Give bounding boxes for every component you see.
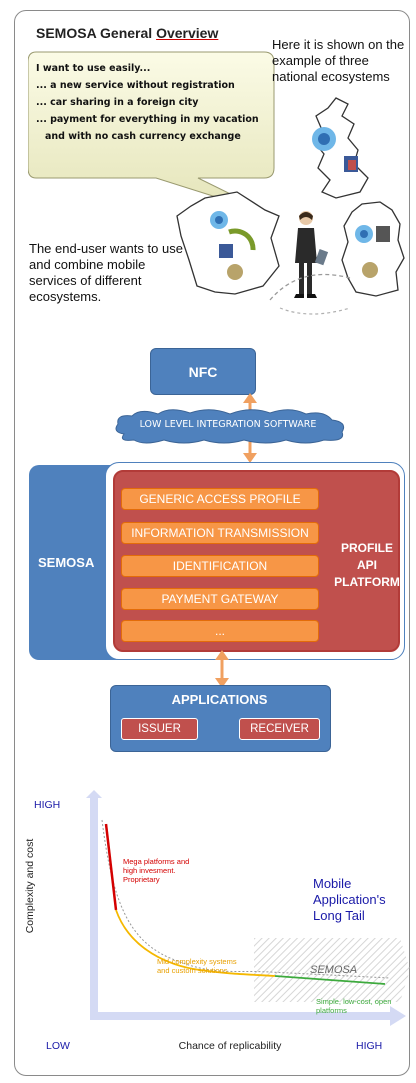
profile-api-platform-label: PROFILE API PLATFORM <box>334 540 400 591</box>
bubble-line: and with no cash currency exchange <box>45 131 241 142</box>
overview-title: SEMOSA General Overview <box>36 25 219 41</box>
bubble-line: ... a new service without registration <box>36 80 235 91</box>
segment-high-label: Mega platforms and high invesment. Propr… <box>123 857 190 884</box>
layer-payment-gateway: PAYMENT GATEWAY <box>121 588 319 610</box>
semosa-zone <box>254 938 410 1002</box>
bubble-line: ... payment for everything in my vacatio… <box>36 114 259 125</box>
layer-ellipsis: ... <box>121 620 319 642</box>
issuer-box: ISSUER <box>121 718 198 740</box>
platform-label-line: PLATFORM <box>334 575 400 589</box>
segment-low-label: Simple, low-cost, open platforms <box>316 997 392 1015</box>
platform-label-line: API <box>356 558 377 572</box>
y-axis-title: Complexity and cost <box>24 838 36 934</box>
nfc-box: NFC <box>150 348 256 395</box>
semosa-label: SEMOSA <box>38 555 95 570</box>
france-map-icon <box>176 191 280 295</box>
x-high-label: HIGH <box>356 1040 383 1052</box>
poster-frame <box>14 10 410 1076</box>
platform-label-line: PROFILE <box>340 541 393 555</box>
bubble-line: ... car sharing in a foreign city <box>36 97 199 108</box>
ecosystem-connection-lines <box>269 273 351 315</box>
uk-map-icon <box>312 97 369 199</box>
long-tail-title: Mobile Application's Long Tail <box>313 876 386 923</box>
x-axis-arrow <box>90 1006 406 1026</box>
applications-arrow-icon <box>215 650 229 688</box>
integration-cloud-icon <box>115 409 345 444</box>
bubble-line: I want to use easily... <box>36 63 151 74</box>
x-axis-title: Chance of replicability <box>178 1040 282 1052</box>
y-high-label: HIGH <box>34 799 61 811</box>
bubble-text: I want to use easily... ... a new servic… <box>36 60 259 145</box>
semosa-zone-label: SEMOSA <box>310 964 358 976</box>
layer-information-transmission: INFORMATION TRANSMISSION <box>121 522 319 544</box>
applications-label: APPLICATIONS <box>171 692 268 707</box>
integration-software-label: LOW LEVEL INTEGRATION SOFTWARE <box>139 419 317 430</box>
germany-map-icon <box>341 201 405 297</box>
end-user-text: The end-user wants to use and combine mo… <box>29 241 183 304</box>
segment-mid-line <box>115 909 276 977</box>
segment-high-line <box>104 823 118 911</box>
end-user-figure-icon <box>294 211 329 298</box>
three-ecosystems-note: Here it is shown on the example of three… <box>272 37 405 84</box>
segment-mid-label: Mid-complexity systems and custom soluti… <box>157 957 237 975</box>
layer-identification: IDENTIFICATION <box>121 555 319 577</box>
y-axis-arrow <box>86 790 102 1020</box>
segment-low-line <box>274 975 386 985</box>
receiver-box: RECEIVER <box>239 718 320 740</box>
layer-generic-access-profile: GENERIC ACCESS PROFILE <box>121 488 319 510</box>
long-tail-chart <box>86 790 410 1026</box>
y-low-label: LOW <box>46 1040 70 1052</box>
